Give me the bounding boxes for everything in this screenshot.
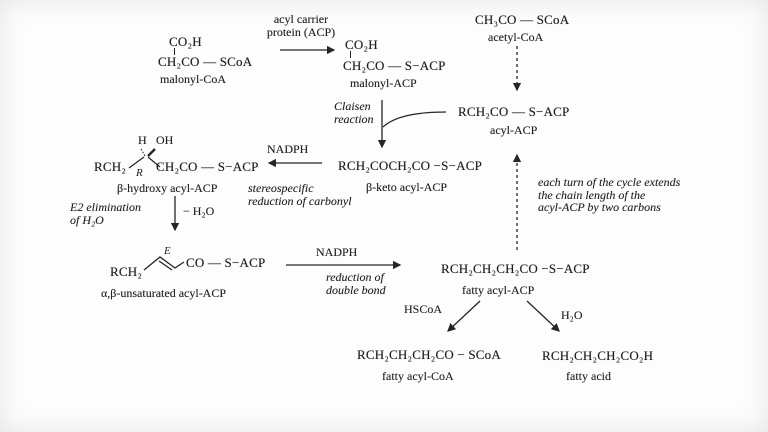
cycle-note-line3: acyl-ACP by two carbons (538, 200, 661, 214)
malonyl-coa-bond (174, 48, 175, 55)
unsaturated-left-group: RCH₂ (110, 264, 143, 279)
acp-transfer-arrow (280, 45, 336, 55)
fatty-acid-label: fatty acid (566, 369, 611, 383)
malonyl-coa-formula: CH₂CO — SCoA (158, 54, 253, 69)
thiol-exchange-reagent: HSCoA (404, 302, 443, 316)
keto-reduction-line2: reduction of carbonyl (248, 193, 352, 208)
malonyl-acp-formula: CH₂CO — S−ACP (343, 58, 446, 73)
acp-transfer-line2: protein (ACP) (266, 25, 336, 39)
claisen-arrow (377, 100, 447, 149)
claisen-note: Claisen reaction (334, 100, 374, 125)
keto-reduction-reagent: NADPH (267, 142, 309, 156)
fatty-acid-formula: RCH₂CH₂CH₂CO₂H (542, 348, 654, 363)
acetyl-coa-dashed-arrow (512, 46, 522, 92)
beta-hydroxy-left-group: RCH₂ (94, 159, 127, 174)
acp-transfer-line1: acyl carrier (273, 12, 329, 26)
malonyl-acp-label: malonyl-ACP (350, 76, 417, 90)
cycle-note-line2: the chain length of the (538, 187, 646, 202)
unsaturated-acyl-acp-label: α,β-unsaturated acyl-ACP (101, 286, 227, 300)
enoyl-reduction-reagent: NADPH (316, 245, 358, 259)
keto-reduction-note: stereospecific reduction of carbonyl (248, 182, 352, 207)
beta-hydroxy-bonds (128, 148, 161, 169)
enoyl-reduction-line2: double bond (326, 282, 386, 297)
claisen-line1: Claisen (334, 99, 371, 113)
beta-keto-acyl-acp-formula: RCH₂COCH₂CO −S−ACP (338, 158, 483, 173)
malonyl-coa-acid-group: CO₂H (169, 34, 202, 49)
malonyl-acp-acid-group: CO₂H (345, 37, 378, 52)
fatty-acyl-coa-formula: RCH₂CH₂CH₂CO − SCoA (357, 347, 501, 362)
cycle-note: each turn of the cycle extends the chain… (538, 176, 680, 214)
claisen-line2: reaction (334, 111, 374, 126)
thiol-exchange-arrow (447, 300, 481, 332)
keto-reduction-arrow (267, 158, 322, 168)
enoyl-reduction-arrow (286, 260, 402, 270)
cycle-dashed-arrow (512, 153, 522, 250)
beta-hydroxy-right-group: CH₂CO — S−ACP (156, 159, 259, 174)
fatty-acyl-acp-formula: RCH₂CH₂CH₂CO −S−ACP (441, 261, 590, 276)
malonyl-coa-label: malonyl-CoA (160, 72, 226, 86)
acyl-acp-formula: RCH₂CO — S−ACP (458, 104, 570, 119)
acetyl-coa-label: acetyl-CoA (488, 30, 544, 44)
fatty-acyl-coa-label: fatty acyl-CoA (382, 369, 454, 383)
enoyl-reduction-line1: reduction of (326, 270, 384, 284)
hydrolysis-arrow (526, 300, 560, 332)
beta-hydroxy-acyl-acp-label: β-hydroxy acyl-ACP (117, 181, 218, 195)
beta-hydroxy-h-atom: H (138, 133, 147, 147)
dehydration-line2: of H₂O (70, 213, 104, 227)
acetyl-coa-formula: CH₃CO — SCoA (475, 12, 570, 27)
acp-transfer-note: acyl carrier protein (ACP) (248, 13, 354, 39)
fatty-acyl-acp-label: fatty acyl-ACP (462, 283, 535, 297)
beta-hydroxy-oh-group: OH (156, 133, 174, 147)
dehydration-line1: E2 elimination (70, 200, 141, 214)
acyl-acp-label: acyl-ACP (490, 123, 538, 137)
malonyl-acp-bond (350, 51, 351, 58)
hydrolysis-reagent: H₂O (561, 308, 583, 322)
beta-keto-acyl-acp-label: β-keto acyl-ACP (366, 180, 448, 194)
beta-hydroxy-stereo-label: R (136, 167, 143, 179)
keto-reduction-line1: stereospecific (248, 181, 314, 195)
cycle-note-line1: each turn of the cycle extends (538, 175, 681, 189)
dehydration-arrow (170, 196, 180, 232)
dehydration-note: E2 elimination of H₂O (70, 201, 141, 227)
unsaturated-double-bond (143, 256, 185, 271)
enoyl-reduction-note: reduction of double bond (326, 271, 386, 296)
unsaturated-geometry-label: E (164, 245, 171, 257)
unsaturated-right-group: CO — S−ACP (186, 255, 266, 270)
dehydration-loss: − H₂O (183, 204, 215, 218)
